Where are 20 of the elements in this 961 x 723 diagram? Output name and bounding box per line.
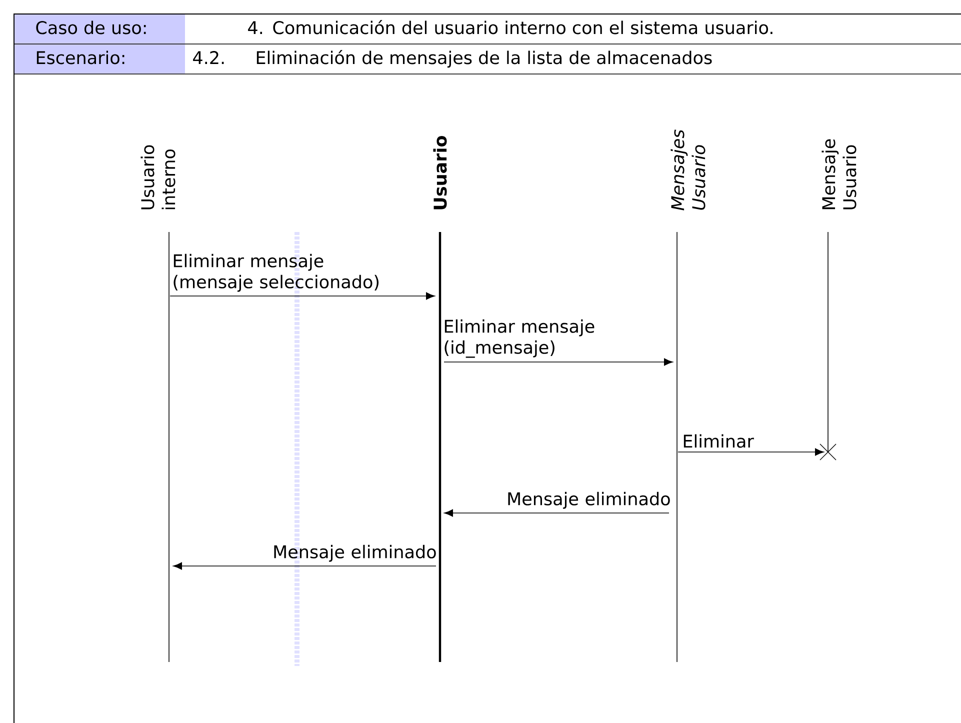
cell-text: Comunicación del usuario interno con el sistema usuario. — [273, 20, 772, 34]
message-label: Eliminar — [684, 434, 754, 448]
cell-text: Eliminación de mensajes de la lista de almacenados — [256, 50, 712, 68]
message-label: Mensaje eliminado — [274, 544, 436, 562]
lifeline-label: Mensaje Usuario — [822, 139, 856, 210]
message-arrow — [678, 448, 824, 456]
message-arrow — [170, 292, 435, 300]
header-cell: Escenario: — [14, 44, 185, 74]
message-label: Eliminar mensaje (id_mensaje) — [444, 319, 594, 358]
lifeline-label: Mensajes Usuario — [670, 130, 706, 210]
message-arrow — [444, 358, 673, 366]
lifeline-label: Usuario interno — [140, 145, 176, 210]
lifeline-label: Usuario — [433, 136, 447, 210]
message-label: Eliminar mensaje (mensaje seleccionado) — [174, 254, 379, 292]
message-arrow — [173, 562, 436, 570]
cell-text: 4. — [248, 21, 262, 34]
message-label: Mensaje eliminado — [508, 492, 670, 509]
header-cell: Caso de uso: — [14, 14, 185, 44]
cell-text: 4.2. — [193, 51, 224, 64]
message-arrow — [444, 509, 670, 517]
